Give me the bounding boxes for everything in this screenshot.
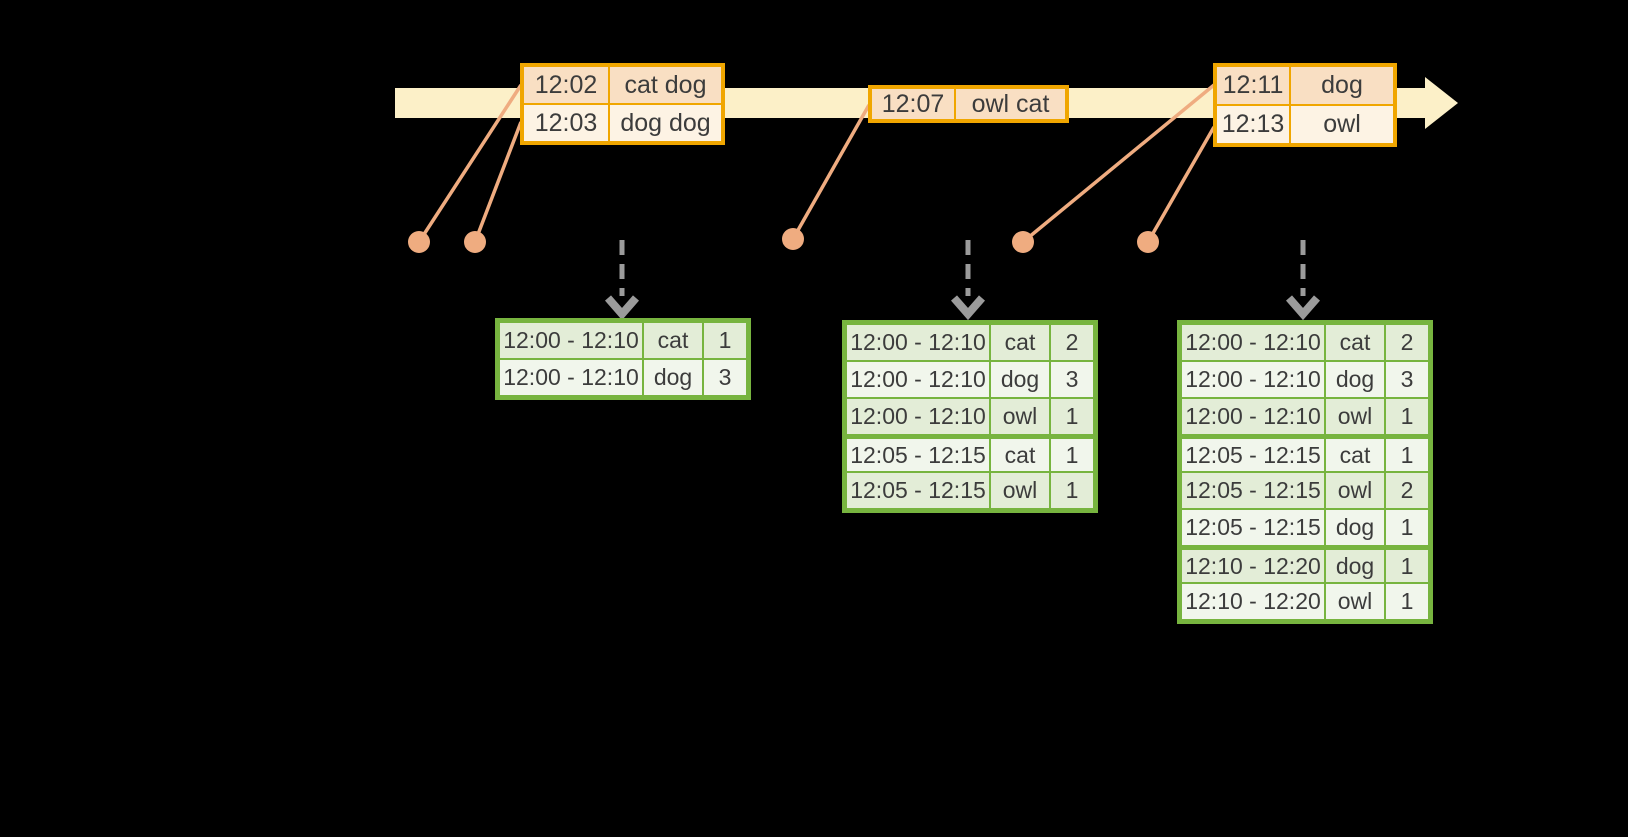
window-cell: 12:10 - 12:20 bbox=[1182, 550, 1324, 582]
event-dots bbox=[408, 228, 1159, 253]
word-cell: owl bbox=[991, 399, 1049, 434]
event-time-cell: 12:02 bbox=[524, 67, 608, 103]
word-cell: dog bbox=[1326, 362, 1384, 397]
event-words-cell: owl cat bbox=[956, 89, 1065, 119]
count-cell: 3 bbox=[704, 360, 746, 395]
word-cell: cat bbox=[1326, 325, 1384, 360]
count-cell: 1 bbox=[1051, 439, 1093, 471]
result-table-2: 12:00 - 12:10 cat 2 12:00 - 12:10 dog 3 … bbox=[842, 320, 1098, 513]
connector-line bbox=[417, 84, 523, 243]
event-dot-icon bbox=[408, 231, 430, 253]
count-cell: 2 bbox=[1386, 325, 1428, 360]
connector-line bbox=[473, 121, 523, 243]
event-dot-icon bbox=[1137, 231, 1159, 253]
event-time-cell: 12:13 bbox=[1217, 106, 1289, 143]
window-cell: 12:05 - 12:15 bbox=[1182, 473, 1324, 508]
count-cell: 1 bbox=[1386, 439, 1428, 471]
count-cell: 1 bbox=[1051, 473, 1093, 508]
event-table-1: 12:02 cat dog 12:03 dog dog bbox=[520, 63, 725, 145]
connector-lines bbox=[417, 83, 1216, 244]
count-cell: 1 bbox=[1386, 584, 1428, 619]
word-cell: dog bbox=[991, 362, 1049, 397]
result-table-3: 12:00 - 12:10 cat 2 12:00 - 12:10 dog 3 … bbox=[1177, 320, 1433, 624]
connector-line bbox=[791, 104, 871, 240]
word-cell: owl bbox=[1326, 473, 1384, 508]
word-cell: owl bbox=[1326, 399, 1384, 434]
window-cell: 12:00 - 12:10 bbox=[847, 362, 989, 397]
event-time-cell: 12:03 bbox=[524, 105, 608, 141]
count-cell: 1 bbox=[704, 323, 746, 358]
window-cell: 12:00 - 12:10 bbox=[847, 399, 989, 434]
count-cell: 3 bbox=[1051, 362, 1093, 397]
count-cell: 3 bbox=[1386, 362, 1428, 397]
count-cell: 1 bbox=[1386, 399, 1428, 434]
event-words-cell: dog dog bbox=[610, 105, 721, 141]
event-time-cell: 12:07 bbox=[872, 89, 954, 119]
event-words-cell: owl bbox=[1291, 106, 1393, 143]
count-cell: 2 bbox=[1386, 473, 1428, 508]
trigger-arrows bbox=[604, 240, 1321, 321]
event-words-cell: dog bbox=[1291, 67, 1393, 104]
timeline-arrowhead-icon bbox=[1425, 77, 1458, 129]
word-cell: owl bbox=[991, 473, 1049, 508]
word-cell: owl bbox=[1326, 584, 1384, 619]
result-table-1: 12:00 - 12:10 cat 1 12:00 - 12:10 dog 3 bbox=[495, 318, 751, 400]
connector-line bbox=[1021, 83, 1216, 244]
count-cell: 1 bbox=[1386, 550, 1428, 582]
word-cell: cat bbox=[1326, 439, 1384, 471]
connector-line bbox=[1146, 126, 1216, 243]
word-cell: dog bbox=[644, 360, 702, 395]
window-cell: 12:00 - 12:10 bbox=[1182, 399, 1324, 434]
event-dot-icon bbox=[782, 228, 804, 250]
word-cell: cat bbox=[991, 439, 1049, 471]
event-words-cell: cat dog bbox=[610, 67, 721, 103]
event-dot-icon bbox=[1012, 231, 1034, 253]
word-cell: dog bbox=[1326, 510, 1384, 545]
window-cell: 12:05 - 12:15 bbox=[1182, 439, 1324, 471]
word-cell: cat bbox=[991, 325, 1049, 360]
window-cell: 12:05 - 12:15 bbox=[847, 473, 989, 508]
trigger-arrowhead-icon bbox=[604, 295, 640, 321]
event-table-3: 12:11 dog 12:13 owl bbox=[1213, 63, 1397, 147]
event-time-cell: 12:11 bbox=[1217, 67, 1289, 104]
window-cell: 12:00 - 12:10 bbox=[500, 323, 642, 358]
window-cell: 12:00 - 12:10 bbox=[500, 360, 642, 395]
count-cell: 2 bbox=[1051, 325, 1093, 360]
event-table-2: 12:07 owl cat bbox=[868, 85, 1069, 123]
window-cell: 12:05 - 12:15 bbox=[1182, 510, 1324, 545]
window-cell: 12:10 - 12:20 bbox=[1182, 584, 1324, 619]
window-cell: 12:05 - 12:15 bbox=[847, 439, 989, 471]
word-cell: cat bbox=[644, 323, 702, 358]
window-cell: 12:00 - 12:10 bbox=[1182, 362, 1324, 397]
window-cell: 12:00 - 12:10 bbox=[1182, 325, 1324, 360]
window-cell: 12:00 - 12:10 bbox=[847, 325, 989, 360]
event-dot-icon bbox=[464, 231, 486, 253]
trigger-arrowhead-icon bbox=[1285, 295, 1321, 321]
trigger-arrowhead-icon bbox=[950, 295, 986, 321]
count-cell: 1 bbox=[1386, 510, 1428, 545]
count-cell: 1 bbox=[1051, 399, 1093, 434]
word-cell: dog bbox=[1326, 550, 1384, 582]
